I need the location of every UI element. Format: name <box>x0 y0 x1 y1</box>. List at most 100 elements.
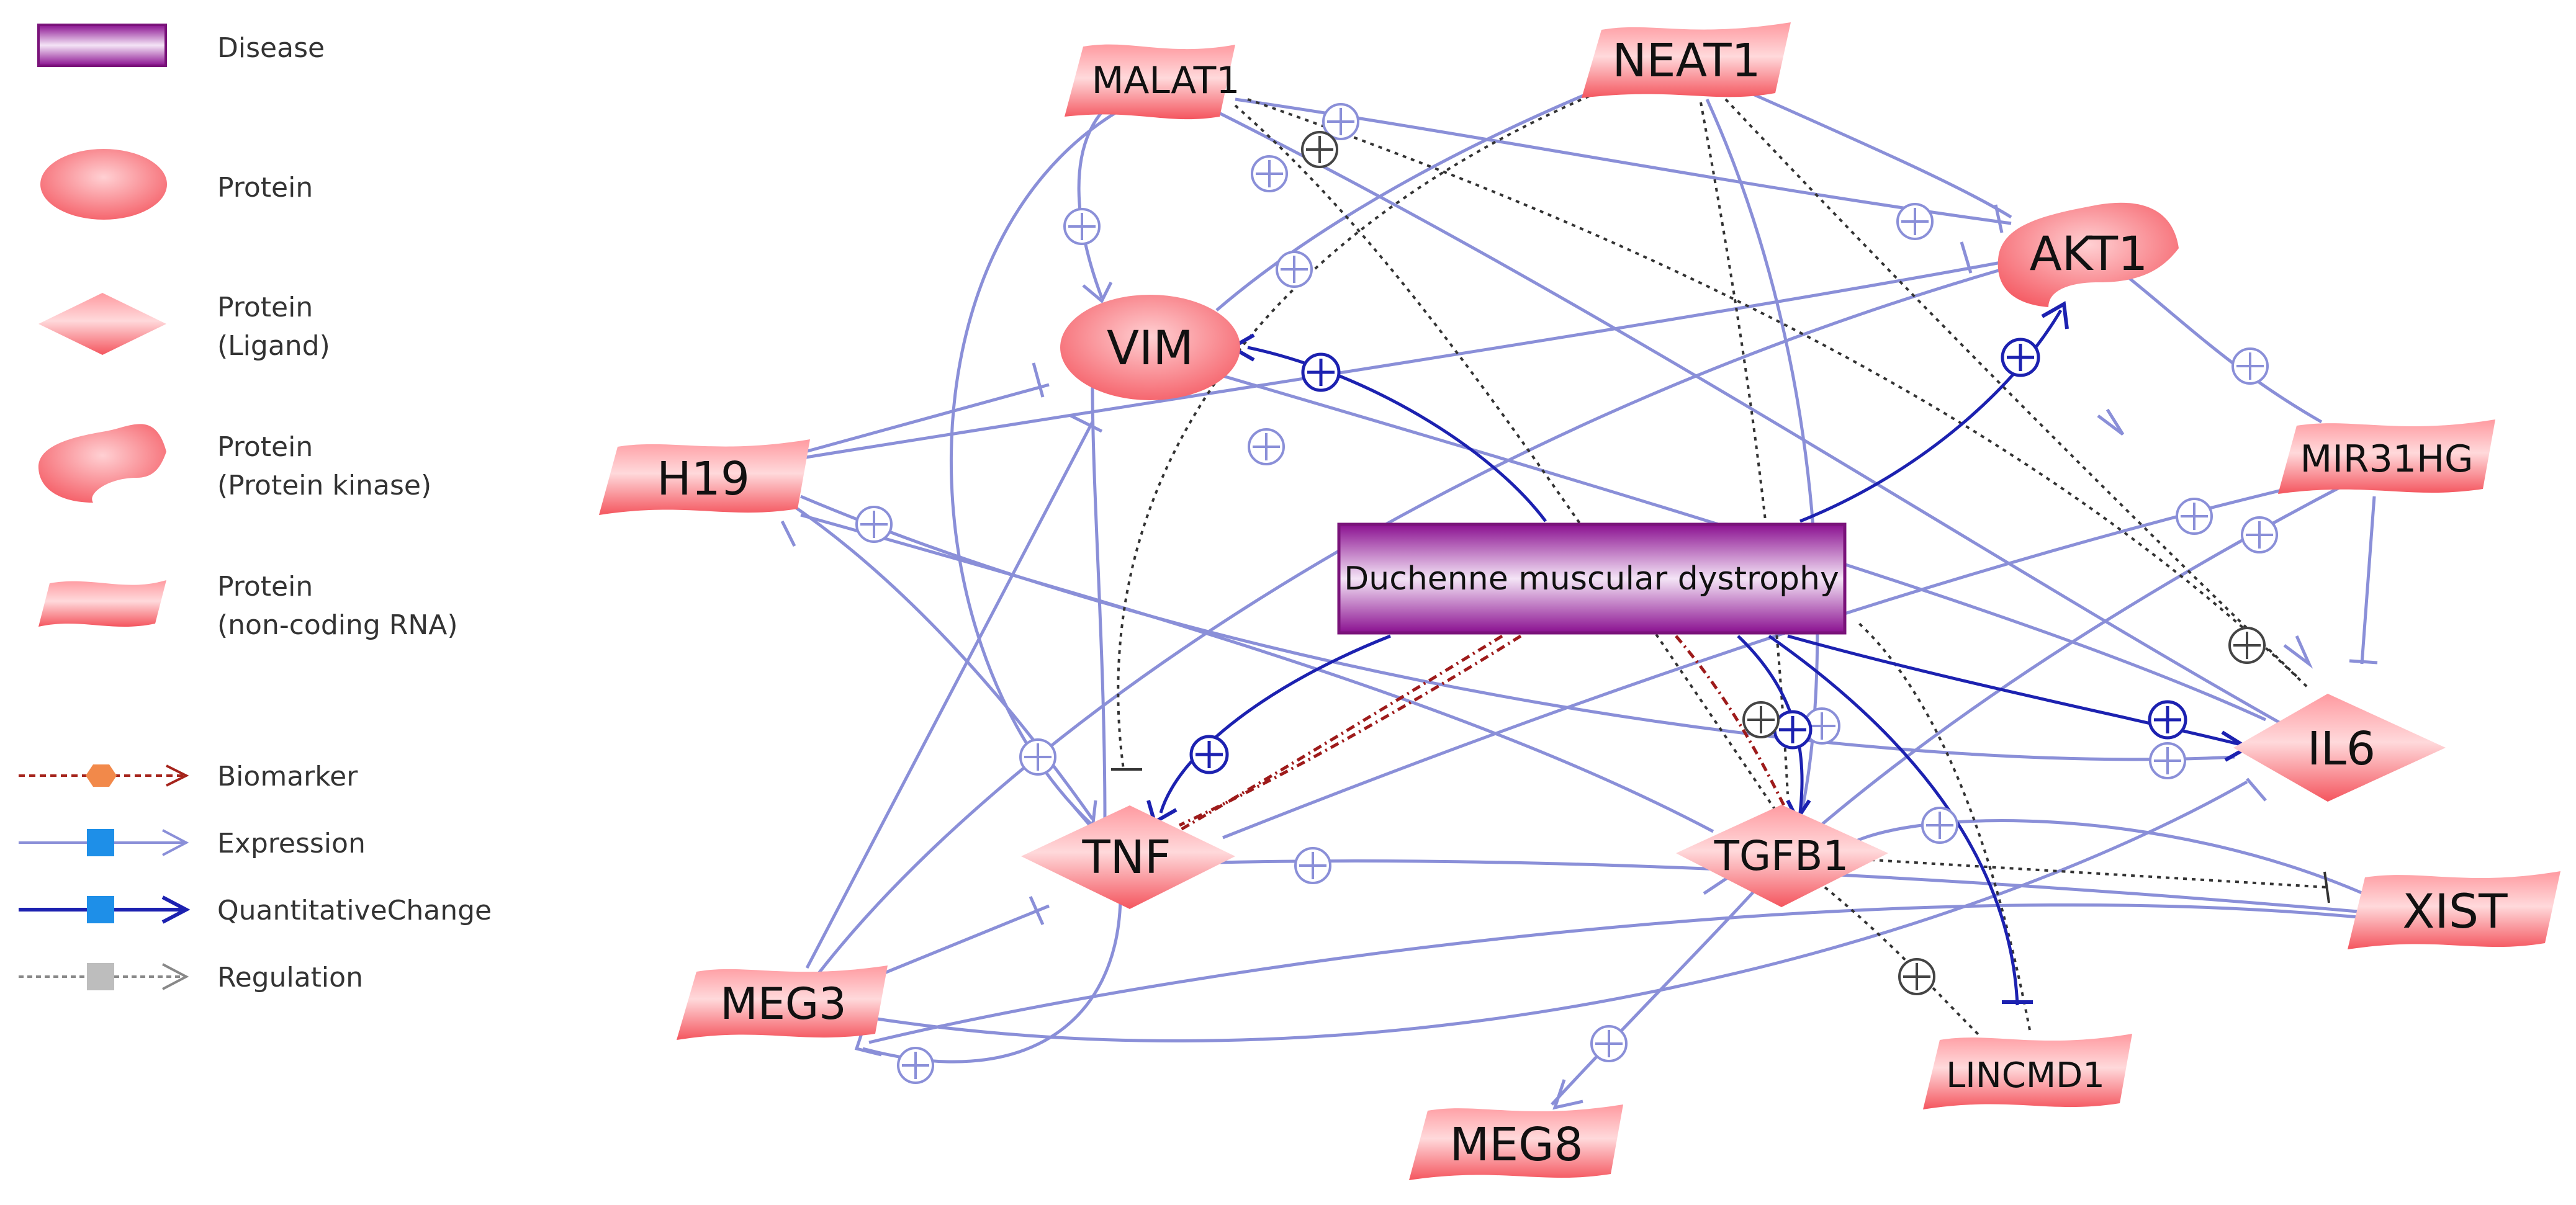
inhibit-tgfb1-xist <box>2323 871 2330 903</box>
inhibit-h19-tgfb1 <box>780 520 796 547</box>
node-vim: VIM <box>1060 295 1240 400</box>
legend-biomarker-arrow <box>166 764 189 787</box>
legend-protein-swatch <box>40 149 167 220</box>
edges-quantitative <box>1159 309 2241 1006</box>
legend-expression-arrow <box>162 829 189 856</box>
node-meg8: MEG8 <box>1409 1104 1623 1180</box>
node-xist: XIST <box>2348 871 2560 949</box>
plus-marker-reg <box>1301 131 1338 168</box>
arrow-il6 <box>2283 635 2313 669</box>
edge-reg-malat1-tgfb1 <box>1234 104 1783 820</box>
node-lincmd1: LINCMD1 <box>1923 1034 2132 1109</box>
edge-dmd-vim <box>1247 346 1547 522</box>
node-mir31hg: MIR31HG <box>2278 419 2495 494</box>
edge-reg-neat1-tnf <box>1117 95 1590 770</box>
edge-meg8-tgfb1 <box>1551 874 1770 1106</box>
plus-marker <box>1248 428 1285 465</box>
edge-reg-malat1-il6 <box>1247 98 2310 690</box>
node-akt1-label: AKT1 <box>2030 226 2148 281</box>
node-lincmd1-label: LINCMD1 <box>1946 1055 2105 1096</box>
arrow-vim-top <box>1082 281 1113 303</box>
legend-quantitative-arrow <box>161 895 191 924</box>
inhibit-malat1-akt1 <box>1994 204 2004 233</box>
legend-regulation-arrow <box>162 963 189 990</box>
node-meg3: MEG3 <box>677 965 888 1040</box>
arrowheads-quant <box>1146 301 2251 1004</box>
plus-marker <box>2231 347 2269 385</box>
inhibit-bars <box>780 204 2378 926</box>
node-neat1-label: NEAT1 <box>1612 34 1760 87</box>
plus-marker-quant <box>2001 338 2040 377</box>
edge-dmd-tnf <box>1159 634 1391 813</box>
edge-malat1-tnf <box>949 110 1119 826</box>
plus-markers-regulation <box>1301 131 2266 995</box>
plus-marker <box>1019 738 1056 776</box>
node-meg3-label: MEG3 <box>720 979 846 1029</box>
edge-reg-neat1-tgfb1 <box>1700 102 1789 795</box>
plus-marker-reg <box>2228 627 2266 664</box>
edge-neat1-tgfb1 <box>1705 98 1819 820</box>
node-meg8-label: MEG8 <box>1449 1118 1583 1171</box>
legend-kinase-swatch <box>38 424 166 503</box>
inhibit-h19-akt1 <box>1960 241 1973 274</box>
legend-biomarker-marker <box>86 764 117 787</box>
node-tnf-label: TNF <box>1081 831 1171 884</box>
edge-bio-dmd-tnf-2 <box>1166 634 1503 840</box>
inhibit-bars-dark <box>1111 768 2330 903</box>
legend-protein-label: Protein <box>217 172 313 204</box>
node-h19-label: H19 <box>657 452 750 506</box>
edge-h19-vim <box>800 383 1050 455</box>
node-vim-label: VIM <box>1107 320 1194 375</box>
legend-regulation-label: Regulation <box>217 962 363 993</box>
node-xist-label: XIST <box>2402 884 2508 939</box>
legend-quantitative-label: QuantitativeChange <box>217 895 492 926</box>
legend-ligand-swatch <box>38 293 166 355</box>
edge-reg-lincmd1-dmd <box>1855 619 2031 1031</box>
legend-expression-label: Expression <box>217 828 366 859</box>
plus-marker <box>1251 155 1288 192</box>
plus-marker <box>1322 103 1359 140</box>
node-malat1: MALAT1 <box>1065 44 1240 120</box>
edge-h19-akt1 <box>794 259 2012 461</box>
arrowheads <box>854 281 2313 1110</box>
legend-ncrna-label: Protein <box>217 571 313 602</box>
legend-disease-label: Disease <box>217 32 325 64</box>
plus-markers-quant <box>1189 338 2187 774</box>
edge-meg3-tnf <box>881 904 1050 976</box>
arrow-dmd-akt1 <box>2041 301 2069 329</box>
edge-neat1-akt1 <box>1749 91 2012 219</box>
plus-marker <box>1276 251 1313 288</box>
inhibit-h19-vim <box>1032 362 1045 398</box>
inhibit-meg3-vim <box>1070 414 1103 433</box>
node-malat1-label: MALAT1 <box>1092 59 1240 102</box>
plus-marker <box>855 506 893 543</box>
inhibit-meg3-il6 <box>2246 777 2267 802</box>
arrow-mir31hg <box>2097 408 2125 436</box>
legend-kinase-label: Protein <box>217 431 313 463</box>
legend-ncrna-sublabel: (non-coding RNA) <box>217 609 458 641</box>
edge-dmd-akt1 <box>1799 309 2063 523</box>
edge-xist-meg3 <box>868 903 2372 1044</box>
inhibit-mir31hg-il6 <box>2349 659 2378 665</box>
legend-quantitative-marker <box>87 896 114 923</box>
arrow-meg3 <box>854 1029 882 1057</box>
plus-marker <box>1294 847 1331 884</box>
plus-marker <box>1063 208 1101 245</box>
plus-marker <box>1896 203 1934 240</box>
plus-marker-quant <box>2148 700 2187 740</box>
legend-ligand-sublabel: (Ligand) <box>217 330 330 362</box>
legend-regulation-marker <box>87 963 114 990</box>
node-il6: IL6 <box>2233 694 2446 802</box>
legend-ncrna-swatch <box>38 580 166 627</box>
edge-neat1-vim <box>1215 91 1590 311</box>
arrow-meg8 <box>1552 1079 1583 1110</box>
edge-malat1-vim <box>1077 107 1106 298</box>
edge-meg3-il6 <box>868 780 2248 1042</box>
plus-markers <box>855 103 2278 1084</box>
plus-marker <box>2241 516 2278 553</box>
node-il6-label: IL6 <box>2307 722 2376 776</box>
plus-marker-reg <box>1742 701 1780 738</box>
edges-biomarker <box>1166 634 1790 840</box>
node-dmd-label: Duchenne muscular dystrophy <box>1344 560 1839 598</box>
